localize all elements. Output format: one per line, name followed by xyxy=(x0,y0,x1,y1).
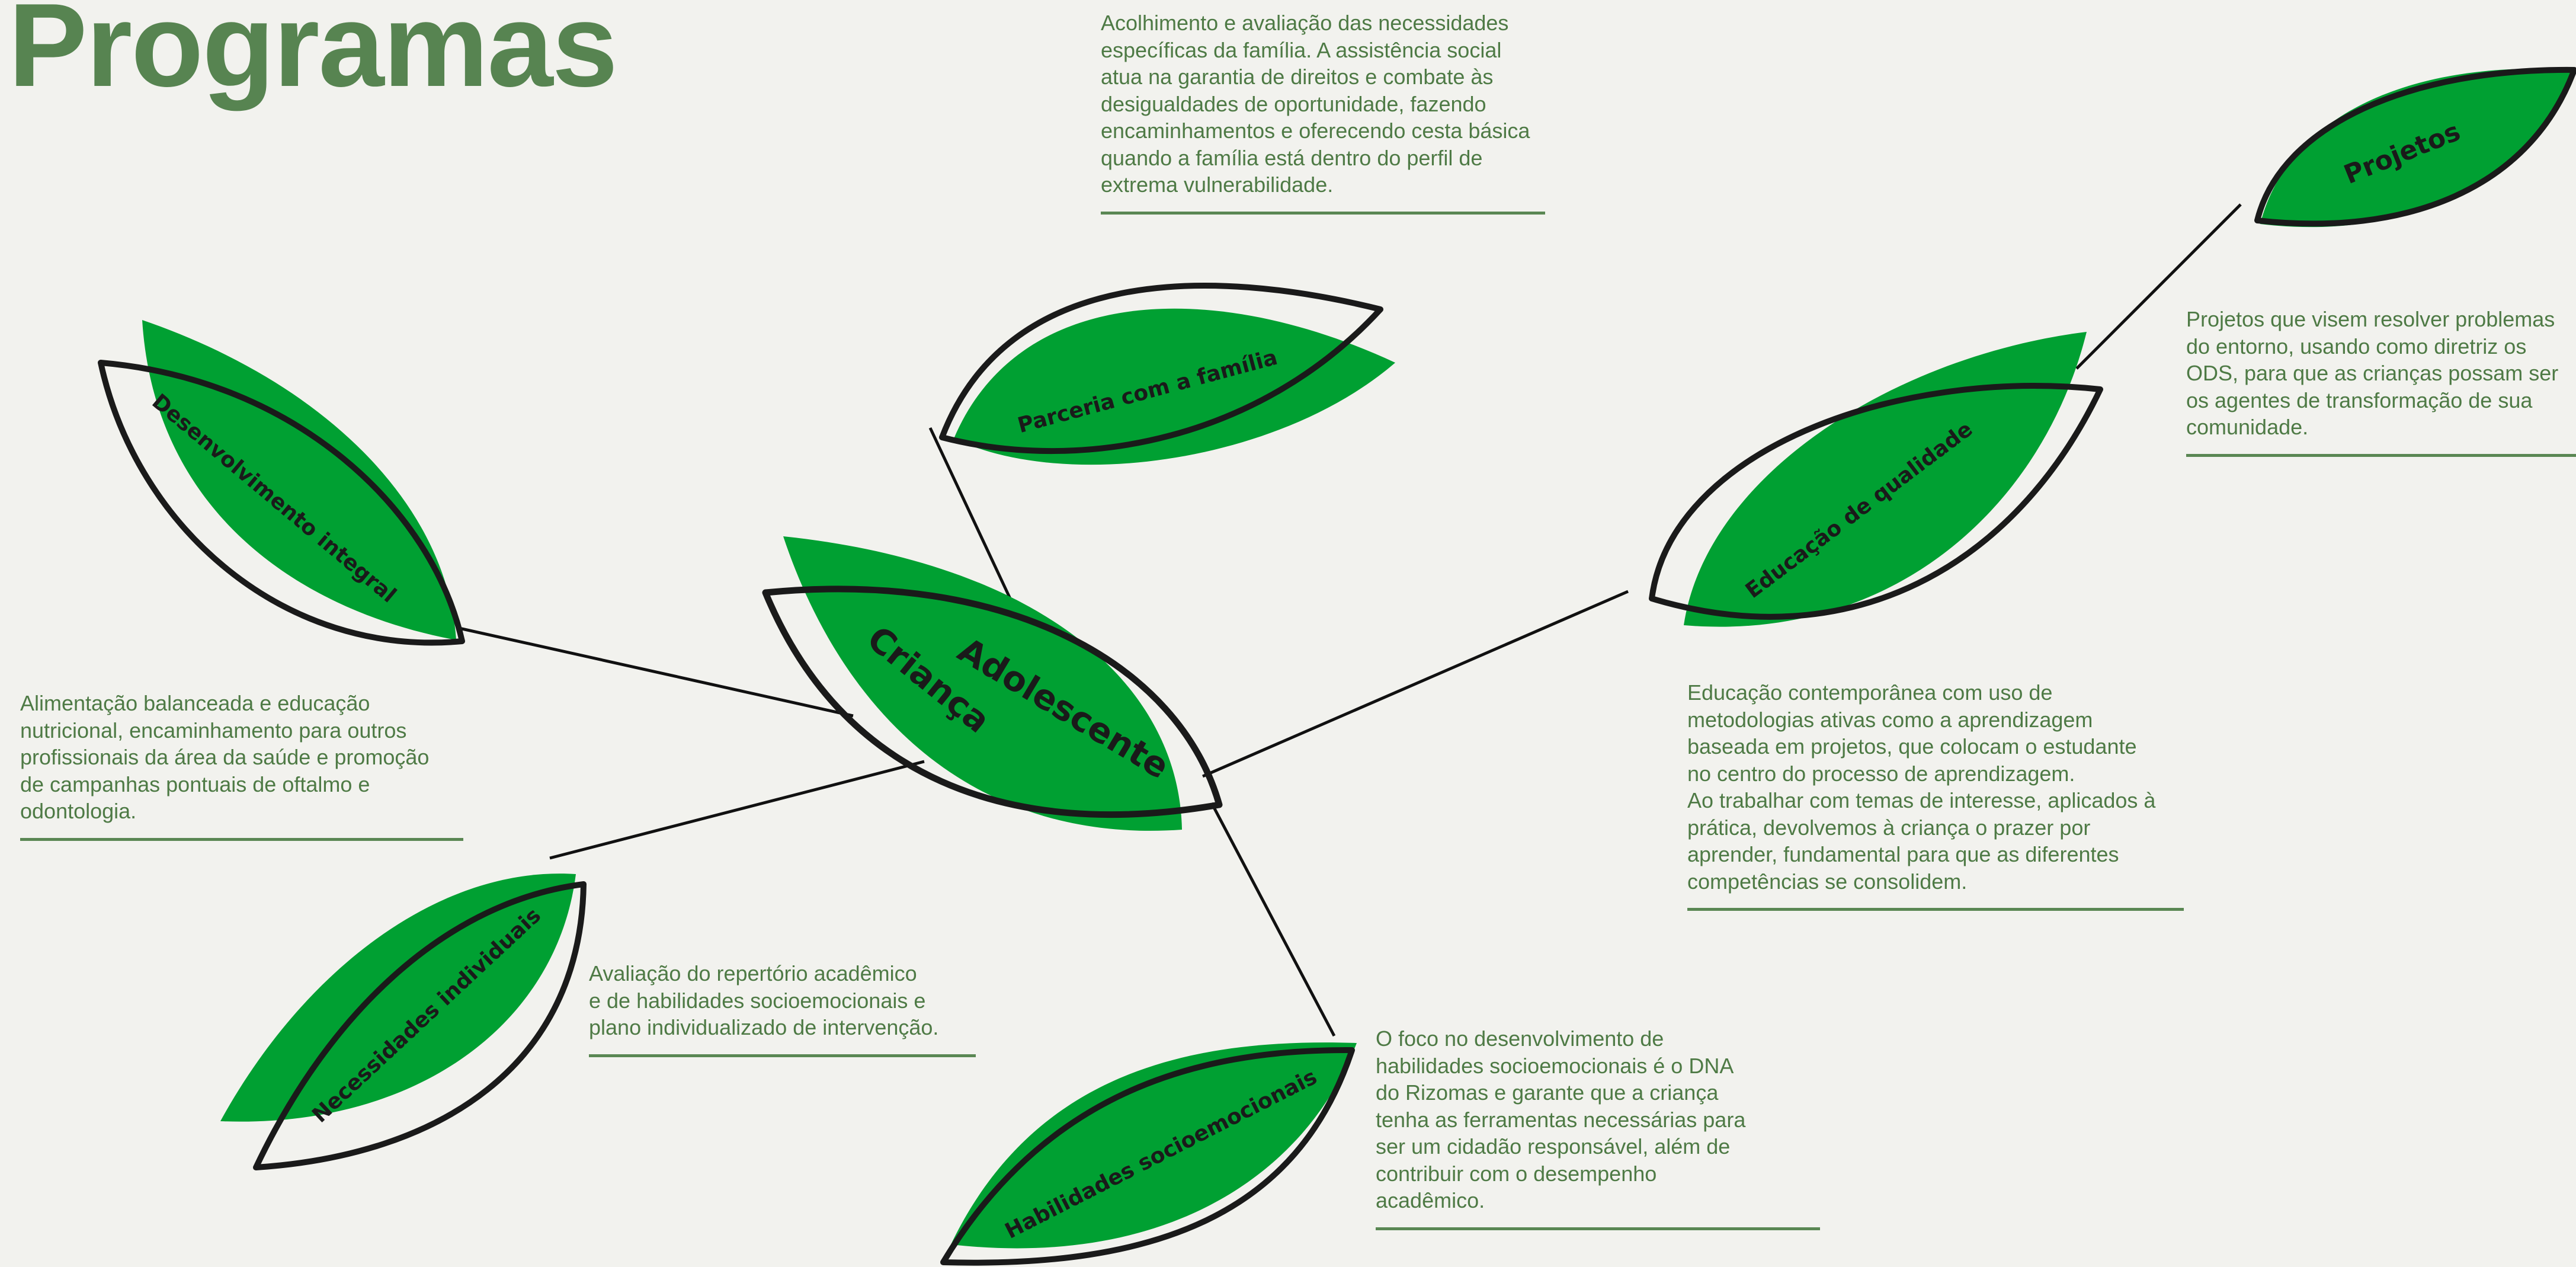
leaf-fill xyxy=(954,308,1395,465)
connector-projetos xyxy=(2075,203,2242,370)
leaf-fill xyxy=(783,536,1182,831)
connector-necessidades xyxy=(549,760,925,860)
leaf-fill xyxy=(220,874,576,1122)
leaf-parceria-familia: Parceria com a família xyxy=(939,283,1395,465)
connector-habilidades xyxy=(1210,802,1336,1037)
description-educacao: Educação contemporânea com uso de metodo… xyxy=(1687,679,2184,911)
description-necessidades: Avaliação do repertório acadêmico e de h… xyxy=(589,960,976,1057)
leaf-fill xyxy=(951,1042,1357,1249)
connector-familia xyxy=(928,427,1012,600)
leaf-outline xyxy=(2254,66,2576,227)
leaf-fill xyxy=(1684,332,2087,627)
description-desenvolvimento: Alimentação balanceada e educação nutric… xyxy=(20,690,463,841)
leaf-fill xyxy=(142,320,456,640)
page-title: Programas xyxy=(8,0,618,111)
connector-educacao xyxy=(1202,590,1629,778)
description-projetos: Projetos que visem resolver problemas do… xyxy=(2186,306,2576,457)
description-habilidades: O foco no desenvolvimento de habilidades… xyxy=(1376,1025,1820,1230)
leaf-projetos: Projetos xyxy=(2254,66,2576,228)
leaf-outline xyxy=(1649,383,2103,620)
leaf-fill xyxy=(2260,68,2574,228)
leaf-desenvolvimento-integral: Desenvolvimento integral xyxy=(98,320,465,646)
leaf-outline xyxy=(940,1047,1355,1266)
leaf-outline xyxy=(98,360,465,646)
leaf-educacao-qualidade: Educação de qualidade xyxy=(1649,332,2103,627)
leaf-center-crianca-adolescente: Adolescente Criança xyxy=(762,536,1223,831)
connector-lines xyxy=(459,203,2242,1037)
leaf-outline xyxy=(762,585,1223,818)
leaf-habilidades-socioemocionais: Habilidades socioemocionais xyxy=(940,1042,1357,1266)
leaf-outline xyxy=(939,283,1383,455)
description-familia: Acolhimento e avaliação das necessidades… xyxy=(1101,9,1545,215)
leaf-outline xyxy=(253,881,587,1170)
leaf-necessidades-individuais: Necessidades individuais xyxy=(220,874,587,1170)
connector-desenvolvimento xyxy=(459,626,854,718)
